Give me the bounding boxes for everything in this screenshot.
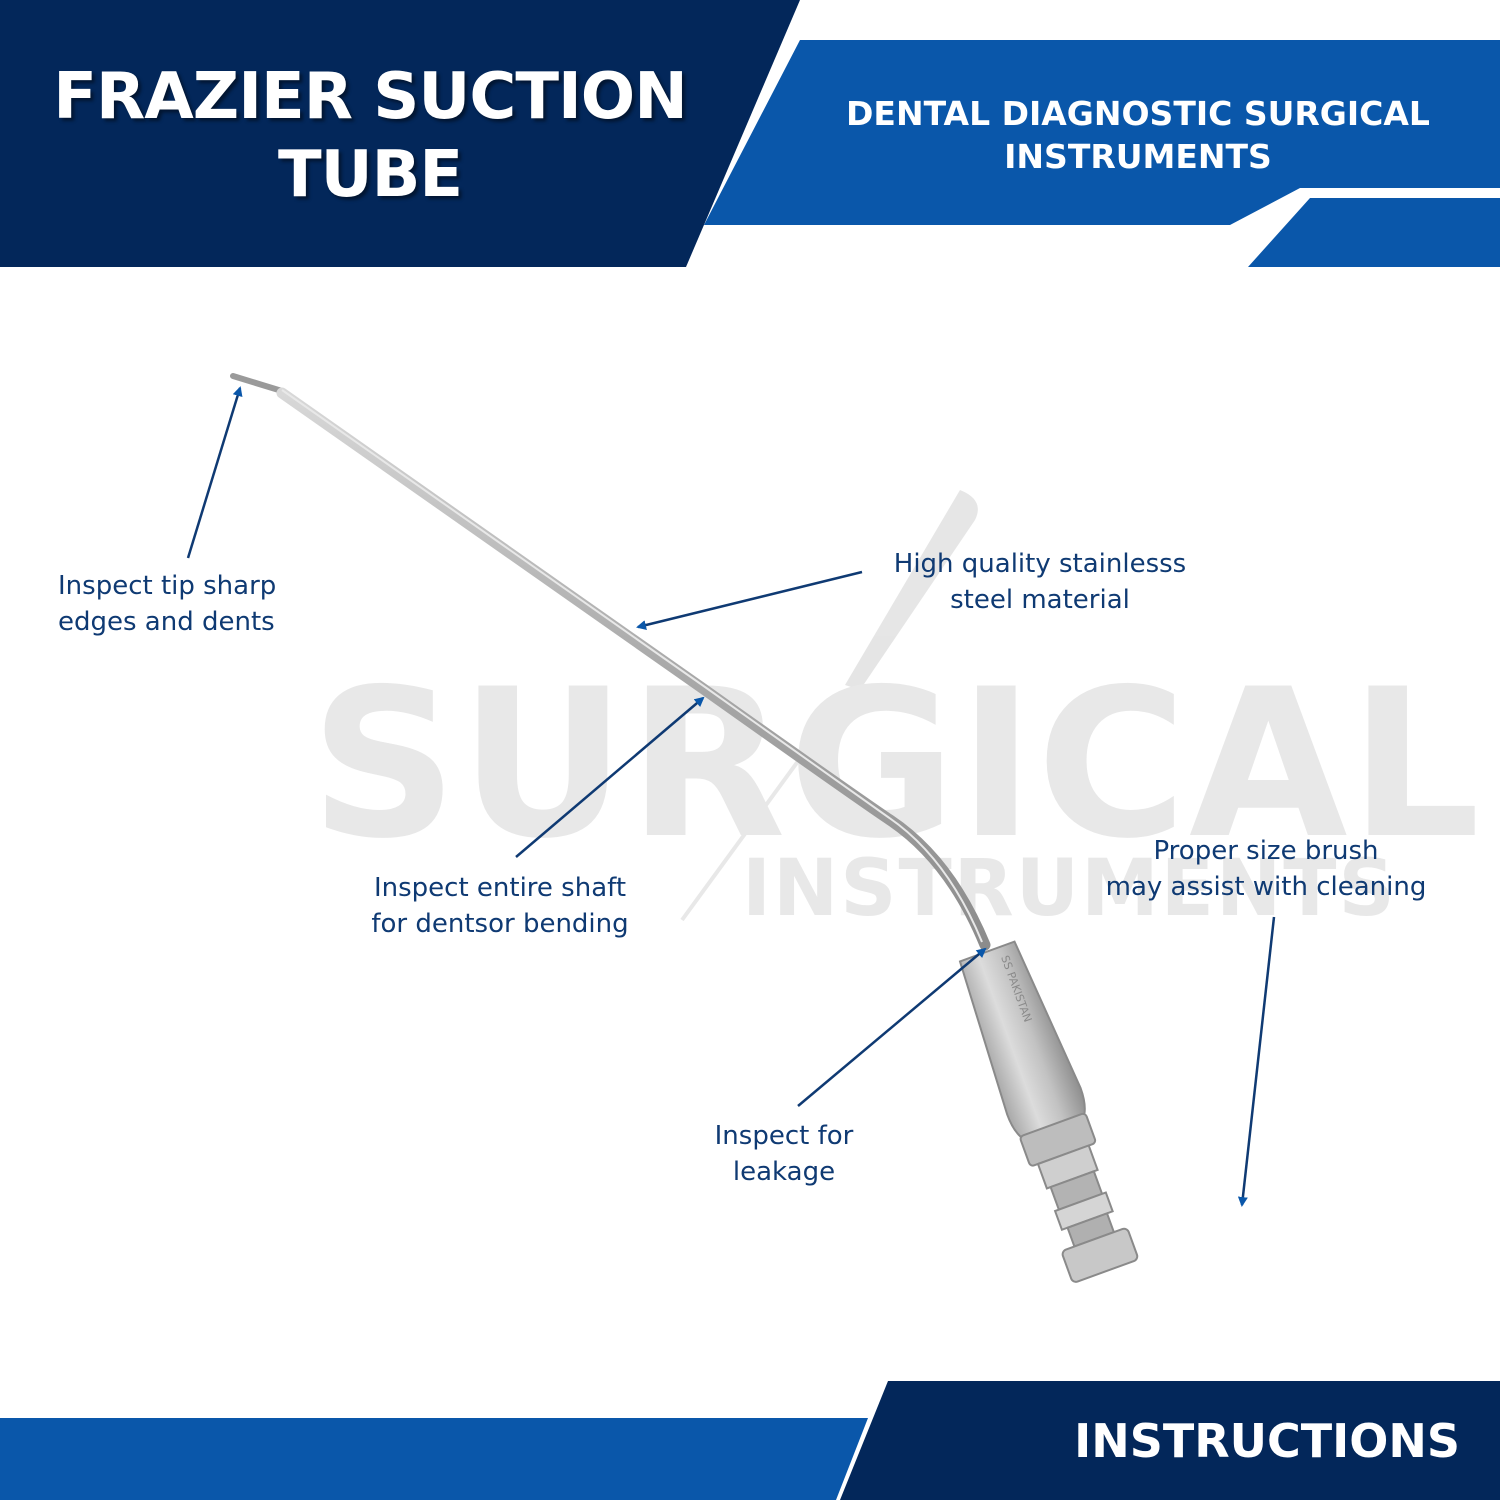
callout-tip: Inspect tip sharp edges and dents xyxy=(58,568,378,640)
footer-navy-panel xyxy=(840,1381,1500,1500)
callout-brush-line2: may assist with cleaning xyxy=(1105,872,1427,902)
callout-leak: Inspect for leakage xyxy=(684,1118,884,1190)
arrow-tip xyxy=(186,386,243,559)
page-subtitle: DENTAL DIAGNOSTIC SURGICAL INSTRUMENTS xyxy=(800,92,1476,178)
header-blue-panel xyxy=(704,40,1500,225)
callout-steel: High quality stainlesss steel material xyxy=(860,546,1220,618)
instrument-handle: SS PAKISTAN xyxy=(958,940,1139,1283)
arrow-steel xyxy=(636,570,863,630)
footer-label: INSTRUCTIONS xyxy=(1074,1414,1460,1468)
header-corner-accent xyxy=(1248,198,1500,267)
callout-shaft-line1: Inspect entire shaft xyxy=(373,873,627,903)
subtitle-line1: DENTAL DIAGNOSTIC SURGICAL xyxy=(846,94,1430,133)
callout-brush: Proper size brush may assist with cleani… xyxy=(1076,833,1456,905)
header-navy-panel xyxy=(0,0,800,267)
arrow-brush xyxy=(1237,916,1276,1207)
callout-leak-line2: leakage xyxy=(732,1157,836,1187)
callout-brush-line1: Proper size brush xyxy=(1153,836,1379,866)
title-line1: FRAZIER SUCTION xyxy=(53,60,688,134)
callout-leak-line1: Inspect for xyxy=(714,1121,854,1151)
callout-steel-line1: High quality stainlesss xyxy=(893,549,1187,579)
arrow-leak xyxy=(797,947,987,1107)
callout-shaft: Inspect entire shaft for dentsor bending xyxy=(340,870,660,942)
callout-tip-line1: Inspect tip sharp xyxy=(58,571,277,601)
callout-tip-line2: edges and dents xyxy=(58,607,275,637)
page-title: FRAZIER SUCTION TUBE xyxy=(40,58,700,214)
callout-steel-line2: steel material xyxy=(950,585,1130,615)
footer-blue-strip xyxy=(0,1418,868,1500)
title-line2: TUBE xyxy=(277,138,463,212)
instrument-tip xyxy=(230,373,285,394)
arrow-shaft xyxy=(515,696,705,858)
subtitle-line2: INSTRUMENTS xyxy=(1004,137,1272,176)
callout-shaft-line2: for dentsor bending xyxy=(371,909,629,939)
